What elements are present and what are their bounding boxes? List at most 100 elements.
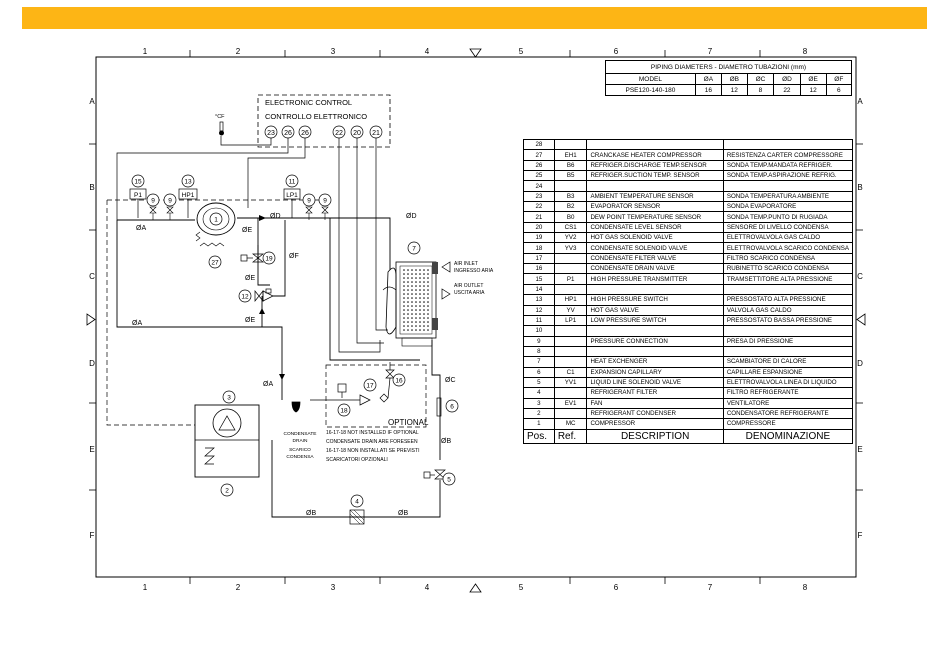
- grid-ticks: [89, 50, 863, 584]
- svg-text:7: 7: [412, 245, 416, 252]
- component-bubble-2: 2: [220, 483, 234, 497]
- parts-row: 10: [523, 325, 854, 337]
- grid-col-4-top: 4: [425, 47, 430, 56]
- air-outlet-label-it: USCITA ARIA: [454, 290, 485, 296]
- thermo-label: °CF: [215, 114, 225, 120]
- optional-note-2: CONDENSATE DRAIN ARE FORESEEN: [326, 439, 418, 445]
- piping-cell-5: 12: [799, 84, 827, 96]
- parts-cell-pos: 3: [523, 397, 555, 409]
- parts-cell-pos: 8: [523, 345, 555, 358]
- parts-cell-ref: LP1: [553, 314, 588, 327]
- parts-row: 24: [523, 180, 854, 192]
- parts-cell-desc: REFRIGER.DISCHARGE TEMP.SENSOR: [586, 159, 724, 172]
- parts-cell-pos: 21: [523, 211, 555, 223]
- parts-cell-den: SONDA TEMP.PUNTO DI RUGIADA: [722, 211, 854, 223]
- condenser-coil-icon: [204, 447, 215, 465]
- svg-text:9: 9: [307, 197, 311, 204]
- parts-cell-den: FILTRO SCARICO CONDENSA: [722, 252, 854, 265]
- component-bubble-19: 19: [262, 251, 276, 265]
- parts-cell-desc: CONDENSATE DRAIN VALVE: [586, 263, 724, 275]
- terminal-21: 21: [372, 130, 380, 137]
- parts-row: 14: [523, 283, 854, 296]
- parts-cell-pos: 17: [523, 252, 555, 265]
- refrigerant-pipes: [116, 217, 441, 518]
- parts-cell-ref: P1: [553, 273, 588, 285]
- parts-cell-desc: [586, 325, 724, 337]
- grid-row-A-left: A: [89, 97, 95, 106]
- parts-cell-den: [722, 180, 854, 192]
- grid-row-C-right: C: [857, 272, 863, 281]
- parts-cell-ref: B2: [553, 201, 588, 213]
- grid-col-7-top: 7: [708, 47, 713, 56]
- parts-row: 28: [523, 138, 854, 151]
- parts-cell-pos: 19: [523, 232, 555, 244]
- parts-cell-ref: [553, 180, 588, 192]
- pipe-labels: ØA ØA ØA ØD ØD ØE ØE ØE ØF ØC ØB ØB ØB: [132, 213, 456, 517]
- condensate-drain-labels: CONDENSATE DRAIN SCARICO CONDENSA: [284, 431, 317, 460]
- parts-cell-ref: [553, 138, 588, 151]
- parts-cell-ref: [553, 252, 588, 265]
- terminal-23: 23: [267, 130, 275, 137]
- parts-cell-desc: CONDENSATE SOLENOID VALVE: [586, 242, 724, 254]
- parts-cell-desc: [586, 283, 724, 296]
- svg-text:13: 13: [184, 178, 192, 185]
- piping-header-6: ØF: [825, 73, 853, 85]
- grid-row-E-right: E: [857, 445, 862, 454]
- pressure-sensors: P1 HP1 LP1: [129, 188, 301, 218]
- hot-gas-valves: [240, 253, 274, 302]
- terminal-26a: 26: [284, 130, 292, 137]
- parts-cell-ref: YV1: [553, 376, 588, 389]
- pipe-label-a3: ØA: [263, 381, 273, 388]
- parts-cell-pos: 6: [523, 366, 555, 378]
- parts-cell-pos: 22: [523, 201, 555, 213]
- grid-col-5-bottom: 5: [519, 583, 524, 592]
- parts-cell-pos: 28: [523, 138, 555, 151]
- expansion-capillary-icon: [436, 397, 442, 417]
- parts-cell-den: PRESA DI PRESSIONE: [722, 335, 854, 347]
- heat-exchanger-icon: [382, 261, 438, 347]
- parts-cell-ref: [553, 345, 588, 358]
- parts-cell-ref: [553, 387, 588, 399]
- svg-text:6: 6: [450, 403, 454, 410]
- svg-text:1: 1: [214, 216, 218, 223]
- grid-row-D-left: D: [89, 359, 95, 368]
- parts-cell-den: ELETTROVALVOLA LINEA DI LIQUIDO: [722, 376, 854, 389]
- parts-cell-den: CONDENSATORE REFRIGERANTE: [722, 407, 854, 420]
- parts-cell-desc: HOT GAS VALVE: [586, 304, 724, 316]
- parts-cell-ref: B3: [553, 190, 588, 203]
- grid-row-B-left: B: [89, 183, 94, 192]
- parts-cell-pos: 20: [523, 221, 555, 234]
- parts-cell-pos: 10: [523, 325, 555, 337]
- parts-cell-den: SONDA TEMPERATURA AMBIENTE: [722, 190, 854, 203]
- component-bubble-9: 9: [302, 193, 316, 207]
- sensor-lp1-label: LP1: [286, 192, 298, 199]
- parts-cell-pos: 15: [523, 273, 555, 285]
- parts-cell-desc: CONDENSATE FILTER VALVE: [586, 252, 724, 265]
- svg-text:18: 18: [340, 407, 348, 414]
- svg-text:16: 16: [395, 377, 403, 384]
- control-title-en: ELECTRONIC CONTROL: [265, 98, 352, 107]
- optional-area: [325, 364, 427, 428]
- thermometer-icon: [219, 121, 224, 136]
- optional-components: [291, 362, 395, 413]
- piping-diameters-table: PIPING DIAMETERS - DIAMETRO TUBAZIONI (m…: [605, 60, 853, 96]
- parts-cell-desc: HEAT EXCHENGER: [586, 356, 724, 368]
- parts-header-desc: DESCRIPTION: [586, 428, 724, 444]
- pipe-label-a2: ØA: [132, 320, 142, 327]
- liquid-line-valve: [423, 469, 446, 480]
- piping-header-0: MODEL: [605, 73, 696, 85]
- parts-header-den: DENOMINAZIONE: [722, 428, 854, 444]
- pipe-label-d1: ØD: [270, 213, 281, 220]
- center-marks: [86, 48, 866, 593]
- optional-note: 16-17-18 NOT INSTALLED IF OPTIONAL CONDE…: [326, 430, 419, 463]
- pipe-label-d2: ØD: [406, 213, 417, 220]
- component-bubble-4: 4: [350, 494, 364, 508]
